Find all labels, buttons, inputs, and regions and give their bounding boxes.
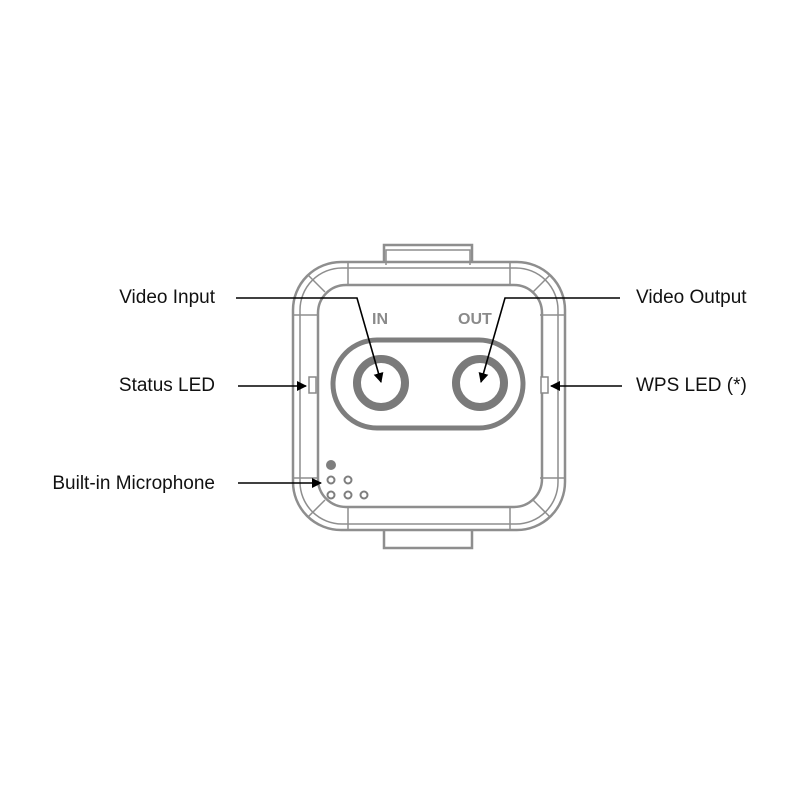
port-recess bbox=[330, 337, 526, 431]
video-output-port bbox=[452, 355, 508, 411]
callout-video-input: Video Input bbox=[119, 287, 215, 308]
status-led bbox=[308, 376, 317, 394]
callout-status-led: Status LED bbox=[118, 375, 215, 396]
port-label-in: IN bbox=[372, 311, 388, 328]
port-label-out: OUT bbox=[458, 311, 492, 328]
callout-built-in-microphone: Built-in Microphone bbox=[52, 473, 215, 494]
microphone-holes bbox=[326, 460, 369, 500]
device-body bbox=[291, 243, 567, 550]
callout-arrows bbox=[236, 297, 622, 488]
callout-wps-led: WPS LED (*) bbox=[636, 375, 747, 396]
video-input-port bbox=[353, 355, 409, 411]
callout-video-output: Video Output bbox=[636, 287, 747, 308]
wps-led bbox=[540, 376, 549, 394]
